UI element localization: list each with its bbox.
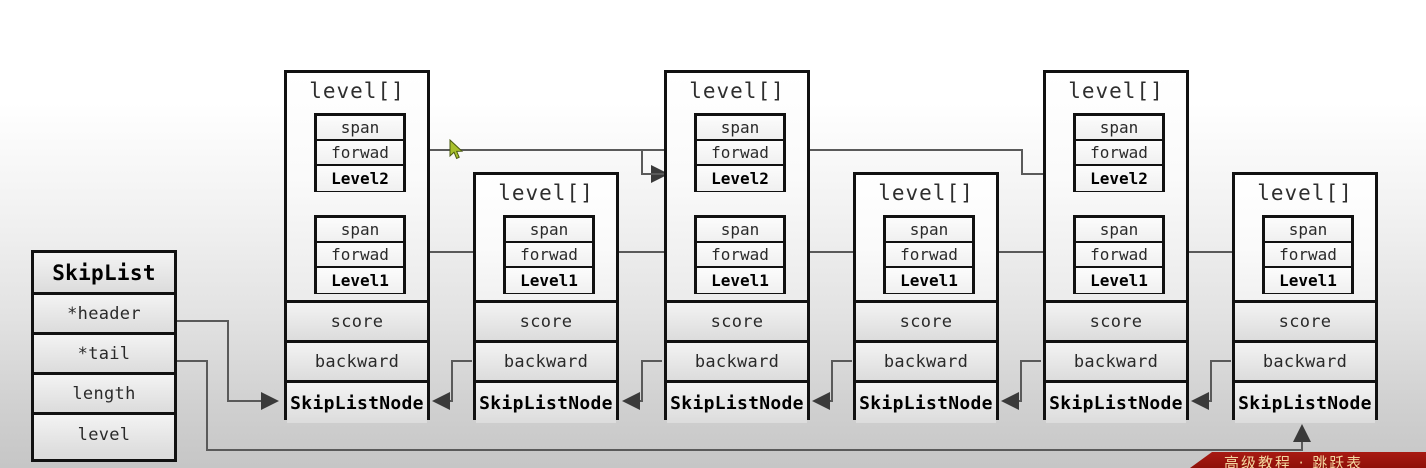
banner-shape xyxy=(1190,452,1426,468)
skiplist-field-length[interactable]: length xyxy=(34,375,174,415)
node-1-level2-span: span xyxy=(317,116,403,141)
skiplist-field-tail[interactable]: *tail xyxy=(34,335,174,375)
node-1-level2-box[interactable]: span forwad Level2 xyxy=(314,113,406,192)
node-2-level1-span: span xyxy=(506,218,592,243)
node-5-level1-forward: forwad xyxy=(1076,243,1162,268)
node-6-level1-forward: forwad xyxy=(1265,243,1351,268)
node-5-level-array: level[] span forwad Level2 span forwad L… xyxy=(1046,73,1186,303)
node-2-fields: score backward SkipListNode xyxy=(476,303,616,423)
node-3-level1-box[interactable]: span forwad Level1 xyxy=(694,215,786,294)
node-3-level2-span: span xyxy=(697,116,783,141)
node-2-level1-forward: forwad xyxy=(506,243,592,268)
skiplist-field-header[interactable]: *header xyxy=(34,295,174,335)
node-3-fields: score backward SkipListNode xyxy=(667,303,807,423)
skiplist-title: SkipList xyxy=(34,253,174,295)
node-4-level-array-label: level[] xyxy=(878,181,974,205)
node-4-level1-box[interactable]: span forwad Level1 xyxy=(883,215,975,294)
node-3-level1-span: span xyxy=(697,218,783,243)
node-6-level-array-label: level[] xyxy=(1257,181,1353,205)
wire-l2-node3-to-node5 xyxy=(809,149,1070,183)
node-5-level2-forward: forwad xyxy=(1076,141,1162,166)
node-4-fields: score backward SkipListNode xyxy=(856,303,996,423)
node-4-level-array: level[] span forwad Level1 xyxy=(856,175,996,303)
node-2-backward: backward xyxy=(476,343,616,383)
node-4-score: score xyxy=(856,303,996,343)
node-1-score: score xyxy=(287,303,427,343)
node-1-level2-forward: forwad xyxy=(317,141,403,166)
node-5-level2-span: span xyxy=(1076,116,1162,141)
node-5-level-array-label: level[] xyxy=(1068,79,1164,103)
node-6-level1-box[interactable]: span forwad Level1 xyxy=(1262,215,1354,294)
node-3-backward: backward xyxy=(667,343,807,383)
node-3-level-array-label: level[] xyxy=(689,79,785,103)
node-3-type: SkipListNode xyxy=(667,383,807,423)
node-5-level1-box[interactable]: span forwad Level1 xyxy=(1073,215,1165,294)
wire-back-node3-to-node2 xyxy=(622,360,662,410)
node-1-level-array: level[] span forwad Level2 span forwad L… xyxy=(287,73,427,303)
node-1-level1-span: span xyxy=(317,218,403,243)
node-1-level2-label: Level2 xyxy=(317,166,403,191)
node-4-level1-span: span xyxy=(886,218,972,243)
node-2-level1-label: Level1 xyxy=(506,268,592,293)
node-6-level1-label: Level1 xyxy=(1265,268,1351,293)
wire-header-to-node1 xyxy=(177,320,279,410)
node-5-fields: score backward SkipListNode xyxy=(1046,303,1186,423)
node-3-score: score xyxy=(667,303,807,343)
node-1-backward: backward xyxy=(287,343,427,383)
node-3-level2-label: Level2 xyxy=(697,166,783,191)
node-5-backward: backward xyxy=(1046,343,1186,383)
node-6-backward: backward xyxy=(1235,343,1375,383)
node-3-level1-label: Level1 xyxy=(697,268,783,293)
node-3-level2-forward: forwad xyxy=(697,141,783,166)
node-2-type: SkipListNode xyxy=(476,383,616,423)
skiplist-node-5[interactable]: level[] span forwad Level2 span forwad L… xyxy=(1043,70,1189,423)
wire-l2-node1-to-node3 xyxy=(430,149,692,183)
node-1-level-array-label: level[] xyxy=(309,79,405,103)
node-6-level1-span: span xyxy=(1265,218,1351,243)
node-2-level1-box[interactable]: span forwad Level1 xyxy=(503,215,595,294)
node-1-level1-forward: forwad xyxy=(317,243,403,268)
node-1-level1-label: Level1 xyxy=(317,268,403,293)
node-4-backward: backward xyxy=(856,343,996,383)
wire-back-node5-to-node4 xyxy=(1001,360,1041,410)
node-3-level-array: level[] span forwad Level2 span forwad L… xyxy=(667,73,807,303)
node-1-fields: score backward SkipListNode xyxy=(287,303,427,423)
node-2-score: score xyxy=(476,303,616,343)
node-5-level1-span: span xyxy=(1076,218,1162,243)
node-2-level-array: level[] span forwad Level1 xyxy=(476,175,616,303)
node-1-level1-box[interactable]: span forwad Level1 xyxy=(314,215,406,294)
bottom-banner: 高级教程 · 跳跃表 xyxy=(1190,452,1426,468)
skiplist-node-1[interactable]: level[] span forwad Level2 span forwad L… xyxy=(284,70,430,423)
skiplist-node-2[interactable]: level[] span forwad Level1 score backwar… xyxy=(473,172,619,423)
skiplist-node-4[interactable]: level[] span forwad Level1 score backwar… xyxy=(853,172,999,423)
node-4-type: SkipListNode xyxy=(856,383,996,423)
node-5-level2-box[interactable]: span forwad Level2 xyxy=(1073,113,1165,192)
skiplist-node-6[interactable]: level[] span forwad Level1 score backwar… xyxy=(1232,172,1378,423)
node-4-level1-forward: forwad xyxy=(886,243,972,268)
wire-back-node6-to-node5 xyxy=(1191,360,1231,410)
node-5-level1-label: Level1 xyxy=(1076,268,1162,293)
node-6-type: SkipListNode xyxy=(1235,383,1375,423)
wire-back-node4-to-node3 xyxy=(812,360,852,410)
mouse-pointer-icon xyxy=(449,139,464,160)
skiplist-node-3[interactable]: level[] span forwad Level2 span forwad L… xyxy=(664,70,810,423)
node-6-score: score xyxy=(1235,303,1375,343)
node-5-score: score xyxy=(1046,303,1186,343)
node-1-type: SkipListNode xyxy=(287,383,427,423)
skiplist-field-level[interactable]: level xyxy=(34,415,174,455)
node-5-type: SkipListNode xyxy=(1046,383,1186,423)
skiplist-struct[interactable]: SkipList *header *tail length level xyxy=(31,250,177,462)
node-6-level-array: level[] span forwad Level1 xyxy=(1235,175,1375,303)
banner-text: 高级教程 · 跳跃表 xyxy=(1224,454,1364,468)
node-6-fields: score backward SkipListNode xyxy=(1235,303,1375,423)
node-2-level-array-label: level[] xyxy=(498,181,594,205)
node-4-level1-label: Level1 xyxy=(886,268,972,293)
node-3-level2-box[interactable]: span forwad Level2 xyxy=(694,113,786,192)
node-3-level1-forward: forwad xyxy=(697,243,783,268)
wire-back-node2-to-node1 xyxy=(432,360,472,410)
node-5-level2-label: Level2 xyxy=(1076,166,1162,191)
